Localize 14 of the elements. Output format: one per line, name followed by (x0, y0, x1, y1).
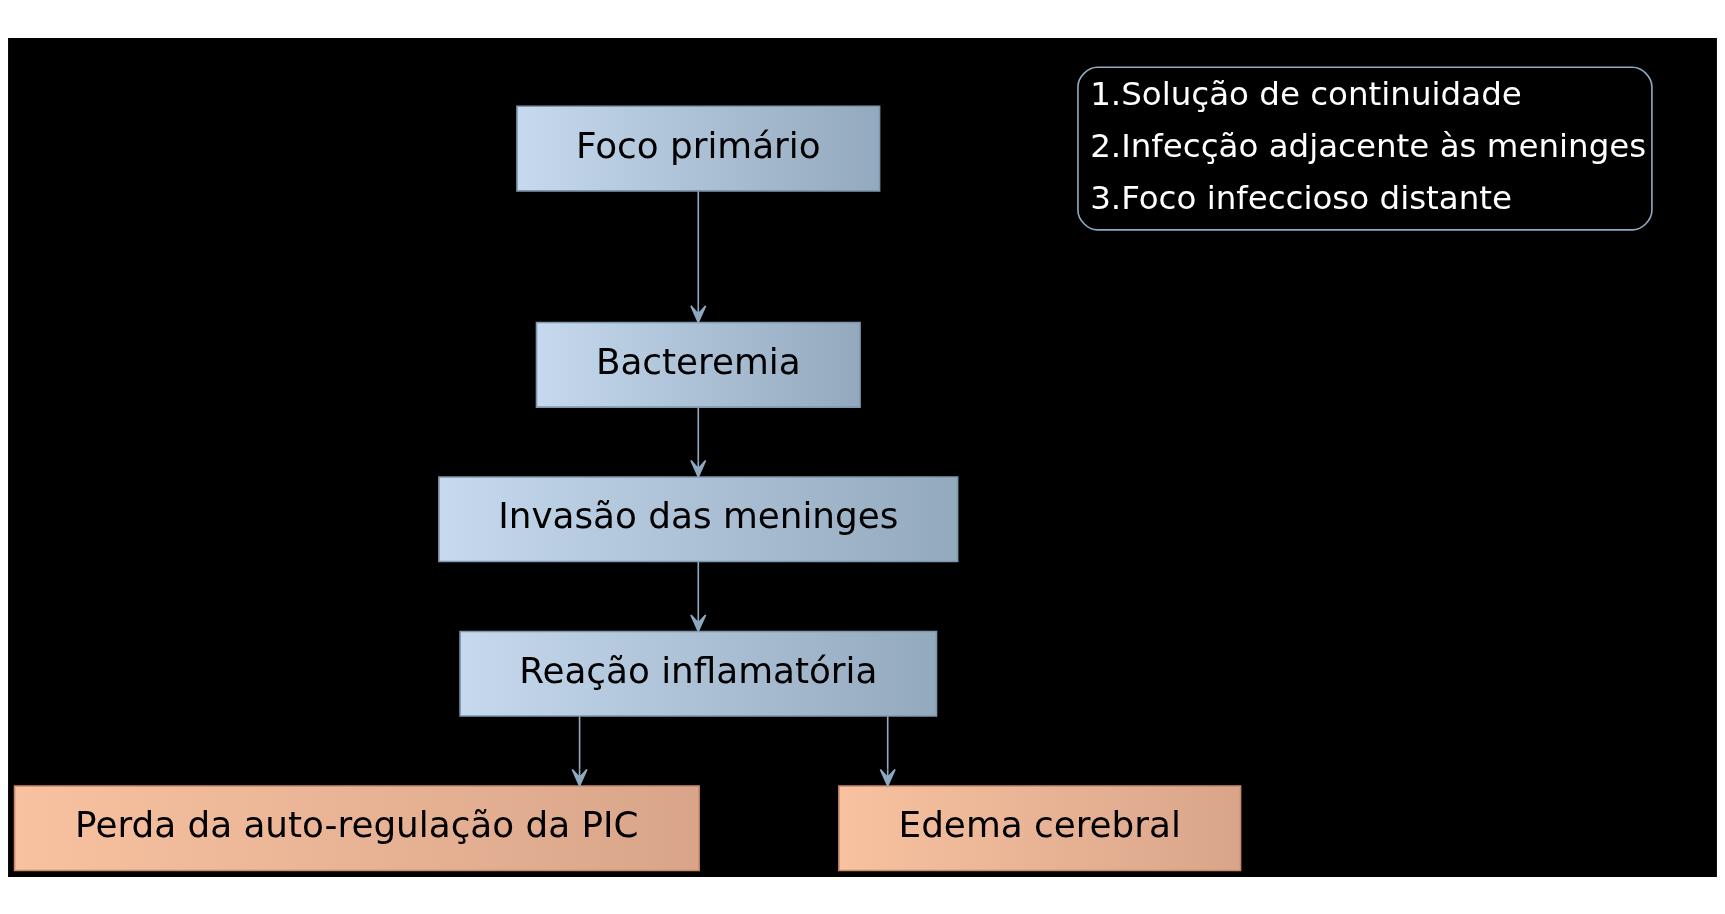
arrow (690, 406, 707, 478)
node-box: Invasão das meninges (438, 475, 959, 562)
label: 3.Foco infeccioso distante (1090, 178, 1513, 217)
node-box: Bacteremia (535, 321, 861, 408)
arrow (690, 560, 707, 632)
node-box: Perda da auto-regulação da PIC (13, 784, 700, 871)
node-box: Foco primário (516, 104, 881, 192)
arrow (690, 190, 707, 323)
arrow (879, 715, 896, 787)
node-box: Reação inflamatória (459, 630, 938, 717)
label: 1.Solução de continuidade (1090, 74, 1522, 113)
label: 2.Infecção adjacente às meninges (1090, 126, 1647, 165)
arrow (571, 715, 588, 787)
node-box: Edema cerebral (838, 784, 1242, 871)
